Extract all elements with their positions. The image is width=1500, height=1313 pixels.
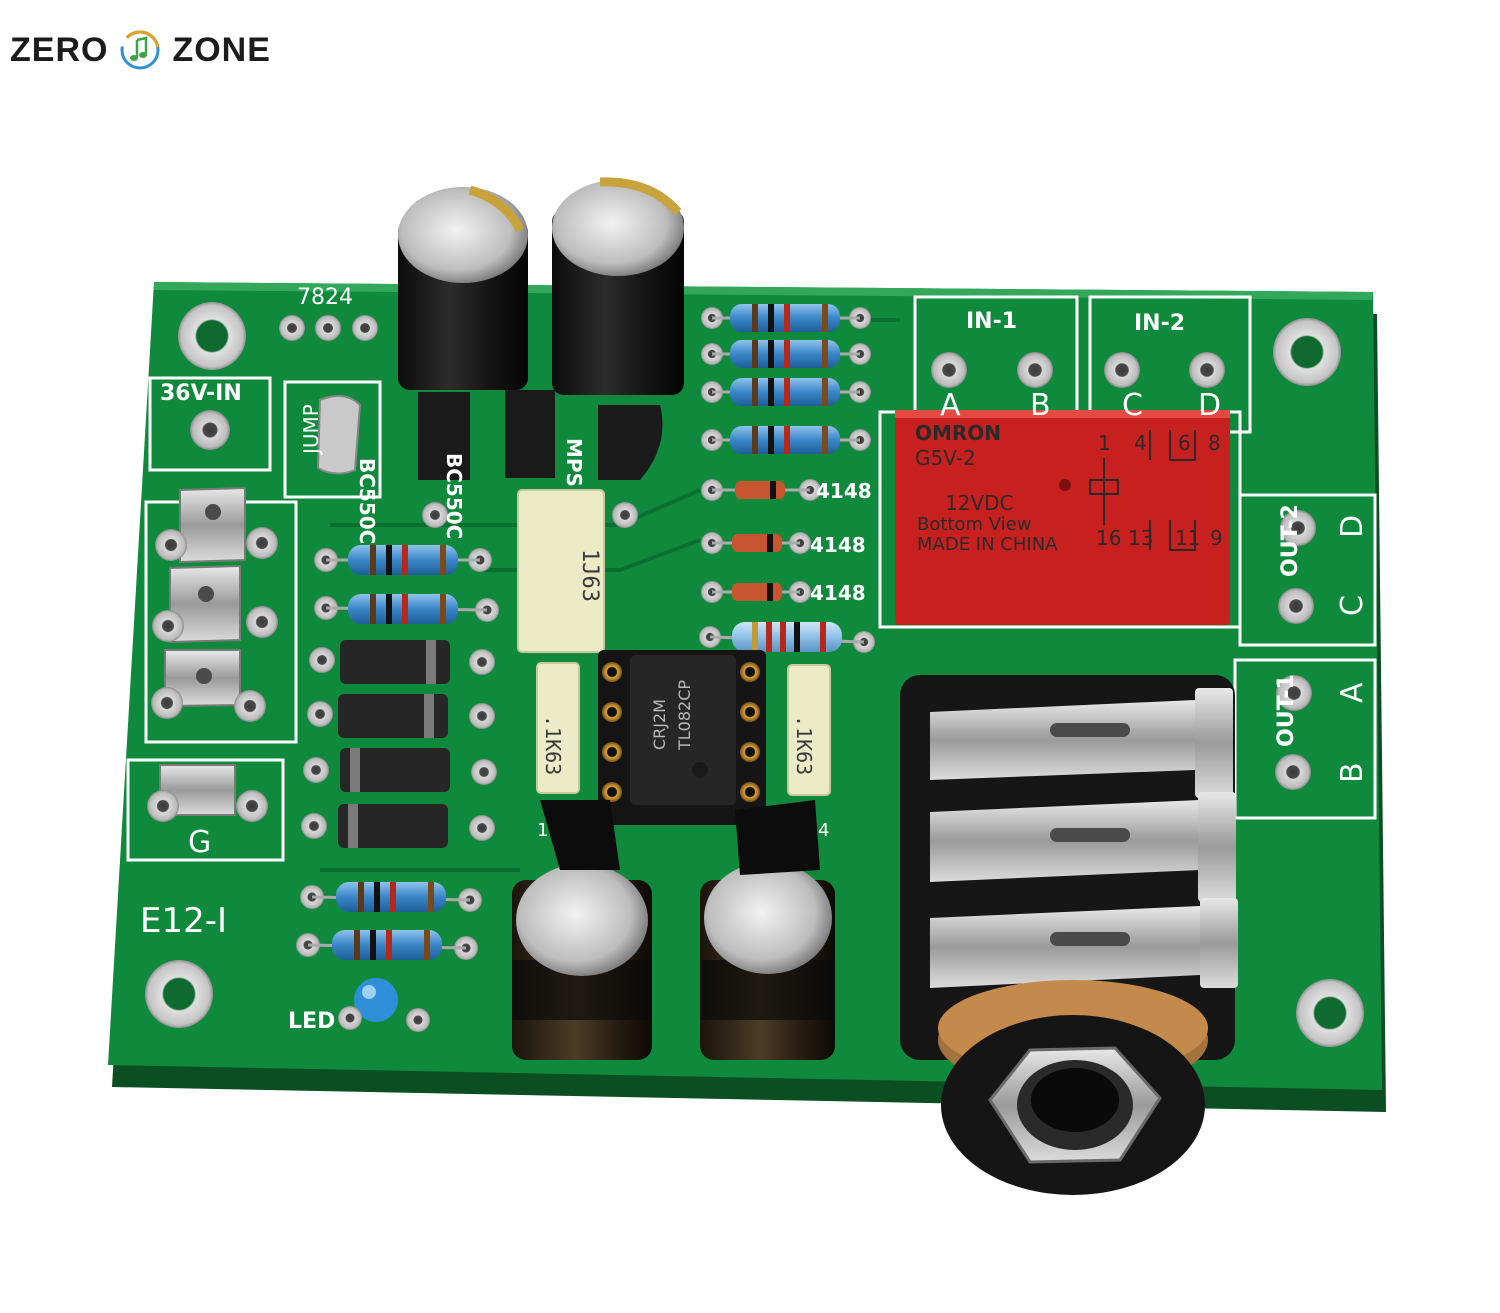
relay-pin-4: 4 xyxy=(1134,431,1147,455)
in1-pin-a: A xyxy=(940,388,961,423)
relay-pin-6: 6 xyxy=(1178,431,1191,455)
signal-diodes xyxy=(701,479,821,603)
relay-pin-8: 8 xyxy=(1208,431,1221,455)
rectifier-diodes xyxy=(301,640,497,848)
socket-pin4-label: 4 xyxy=(818,820,829,841)
brand-header: ZERO ZONE xyxy=(10,28,271,72)
model-label: E12-I xyxy=(140,901,227,941)
opamp-line1: CRJ2M xyxy=(650,699,669,750)
transistor-label-3: MPS xyxy=(562,438,586,487)
film-cap-right-label: .1K63 xyxy=(792,715,816,775)
socket-pin1-label: 1 xyxy=(537,820,548,841)
regulator-label: 7824 xyxy=(297,285,353,310)
relay-voltage: 12VDC xyxy=(945,491,1014,515)
film-cap-left-label: .1K63 xyxy=(541,715,565,775)
pads xyxy=(190,315,1316,790)
out2-pin-c: C xyxy=(1335,595,1370,616)
film-cap-small-left xyxy=(536,662,580,794)
power-in-label: 36V-IN xyxy=(160,381,242,406)
relay-model: G5V-2 xyxy=(915,446,976,470)
in2-label: IN-2 xyxy=(1134,311,1185,336)
resistors-top xyxy=(701,304,871,454)
mounting-holes xyxy=(145,302,1364,1047)
brand-word-left: ZERO xyxy=(10,30,109,69)
relay-pin-1: 1 xyxy=(1098,431,1111,455)
out2-label: OUT-2 xyxy=(1278,504,1303,577)
out2-pin-d: D xyxy=(1335,515,1370,538)
film-cap-big xyxy=(517,489,605,653)
electrolytic-cap-top-right xyxy=(552,177,684,395)
relay-pin-11: 11 xyxy=(1175,526,1200,550)
resistor-light-blue xyxy=(699,622,875,653)
music-note-circle-icon xyxy=(120,30,160,70)
in2-pin-c: C xyxy=(1122,388,1143,423)
out1-label: OUT-1 xyxy=(1274,674,1299,747)
jumper-label: JUMP xyxy=(299,404,323,456)
opamp-line2: TL082CP xyxy=(675,680,694,751)
in1-pin-b: B xyxy=(1030,388,1051,423)
film-cap-big-label: 1J63 xyxy=(577,549,602,602)
diode-label-2: 4148 xyxy=(810,533,866,557)
transistor-label-2: BC550C xyxy=(442,453,466,539)
out1-pin-b: B xyxy=(1335,762,1370,783)
relay-schematic-symbol xyxy=(1089,430,1196,551)
diode-label-1: 4148 xyxy=(816,479,872,503)
film-cap-small-right xyxy=(787,664,831,796)
transistor-label-1: BC550C xyxy=(355,458,379,544)
electrolytic-cap-top-left xyxy=(398,185,528,390)
electrolytic-cap-bottom-left xyxy=(512,800,652,1060)
relay-brand: OMRON xyxy=(915,421,1001,445)
relay-pin-9: 9 xyxy=(1210,526,1223,550)
led-label: LED xyxy=(288,1009,335,1034)
transistors xyxy=(418,390,663,480)
out1-pin-a: A xyxy=(1335,682,1370,703)
ic-socket xyxy=(598,650,766,825)
relay-line2: Bottom View xyxy=(917,514,1031,535)
led xyxy=(338,978,430,1032)
brand-word-right: ZONE xyxy=(172,30,271,69)
electrolytic-cap-bottom-right xyxy=(700,800,835,1060)
diode-label-3: 4148 xyxy=(810,581,866,605)
resistors-left xyxy=(296,545,499,960)
relay-line3: MADE IN CHINA xyxy=(917,534,1058,555)
in1-label: IN-1 xyxy=(966,309,1017,334)
relay xyxy=(895,410,1230,625)
audio-jack xyxy=(900,675,1238,1195)
jumper-wire xyxy=(316,395,362,475)
ground-label: G xyxy=(188,825,211,860)
in2-pin-d: D xyxy=(1198,388,1221,423)
spade-terminals xyxy=(147,486,278,822)
relay-pin-16: 16 xyxy=(1096,526,1121,550)
